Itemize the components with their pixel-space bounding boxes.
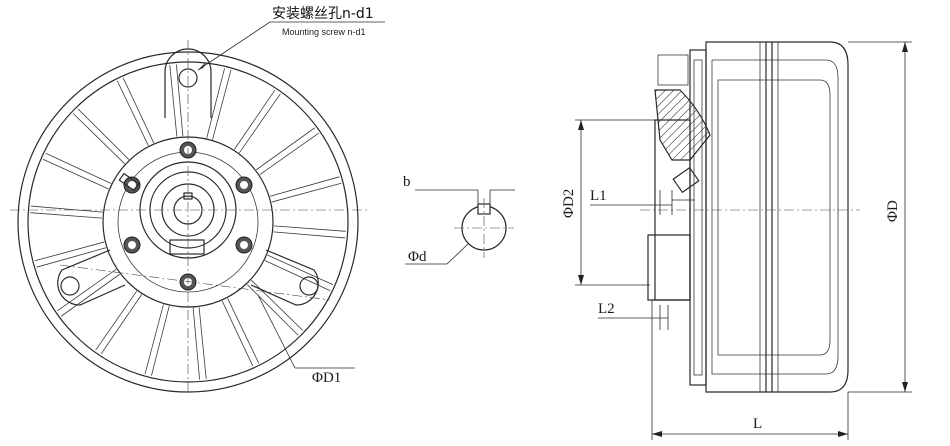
mounting-ear-right bbox=[250, 249, 319, 306]
terminal-plug bbox=[118, 172, 140, 192]
spoke-line bbox=[198, 307, 207, 379]
d-outer-label: ΦD bbox=[885, 200, 901, 222]
drum-body bbox=[705, 41, 849, 393]
spoke-line bbox=[175, 64, 184, 137]
spoke-line bbox=[238, 93, 281, 154]
terminal-box bbox=[169, 239, 205, 255]
l1-label: L1 bbox=[590, 188, 607, 204]
d-leader bbox=[446, 243, 469, 265]
d1-leader bbox=[257, 294, 296, 369]
spoke-line bbox=[233, 89, 276, 150]
spoke-line bbox=[221, 300, 254, 367]
key-detail: b Φd bbox=[403, 174, 515, 265]
spoke-line bbox=[144, 304, 164, 375]
spoke-line bbox=[169, 65, 178, 137]
spoke-line bbox=[269, 176, 340, 197]
d-label: Φd bbox=[408, 249, 427, 265]
spoke-line bbox=[227, 298, 260, 364]
spoke-line bbox=[264, 260, 331, 292]
spoke-line bbox=[251, 279, 304, 331]
spoke-line bbox=[36, 247, 107, 268]
l-label: L bbox=[753, 416, 762, 432]
spoke-line bbox=[259, 132, 319, 175]
spoke-line bbox=[30, 205, 103, 213]
mounting-hole-top bbox=[178, 68, 198, 88]
spokes bbox=[30, 64, 346, 380]
spoke-line bbox=[122, 77, 155, 144]
spoke-line bbox=[42, 158, 109, 190]
leader-arrow bbox=[198, 62, 206, 70]
spoke-line bbox=[206, 68, 225, 139]
outer-rim-outer bbox=[17, 51, 359, 393]
spoke-line bbox=[246, 284, 299, 336]
flange-plate bbox=[689, 49, 707, 386]
lower-step bbox=[647, 234, 691, 301]
spoke-line bbox=[45, 152, 112, 184]
spoke-line bbox=[72, 113, 125, 165]
hatched-section bbox=[654, 89, 711, 161]
d1-label: ΦD1 bbox=[312, 370, 341, 386]
b-label: b bbox=[403, 174, 411, 190]
spoke-line bbox=[77, 108, 130, 160]
mounting-ear-left bbox=[57, 249, 126, 306]
spoke-line bbox=[151, 305, 170, 376]
mounting-label-en: Mounting screw n-d1 bbox=[282, 27, 366, 37]
front-view: 安装螺丝孔n-d1 Mounting screw n-d1 ΦD1 bbox=[10, 6, 385, 395]
spoke-line bbox=[212, 69, 232, 140]
l2-label: L2 bbox=[598, 301, 615, 317]
spoke-line bbox=[95, 290, 138, 351]
spoke-line bbox=[192, 307, 201, 380]
spoke-line bbox=[256, 127, 316, 171]
spoke-line bbox=[60, 273, 120, 317]
mounting-hole-left bbox=[60, 276, 80, 296]
mounting-hole-right bbox=[299, 276, 319, 296]
bearing bbox=[672, 166, 700, 194]
bolt-holes bbox=[123, 141, 253, 291]
mounting-leader bbox=[197, 21, 271, 71]
spoke-line bbox=[273, 225, 346, 232]
mounting-label-cn: 安装螺丝孔n-d1 bbox=[272, 6, 374, 22]
spoke-line bbox=[57, 269, 117, 312]
d2-label: ΦD2 bbox=[561, 189, 577, 218]
spoke-line bbox=[30, 212, 103, 219]
spoke-line bbox=[100, 294, 143, 355]
spoke-line bbox=[267, 254, 334, 286]
spoke-line bbox=[34, 241, 105, 262]
spoke-line bbox=[116, 80, 149, 146]
side-view: ΦD2 L1 L2 ΦD L bbox=[561, 41, 912, 440]
spoke-line bbox=[273, 231, 346, 239]
spoke-line bbox=[271, 182, 342, 203]
